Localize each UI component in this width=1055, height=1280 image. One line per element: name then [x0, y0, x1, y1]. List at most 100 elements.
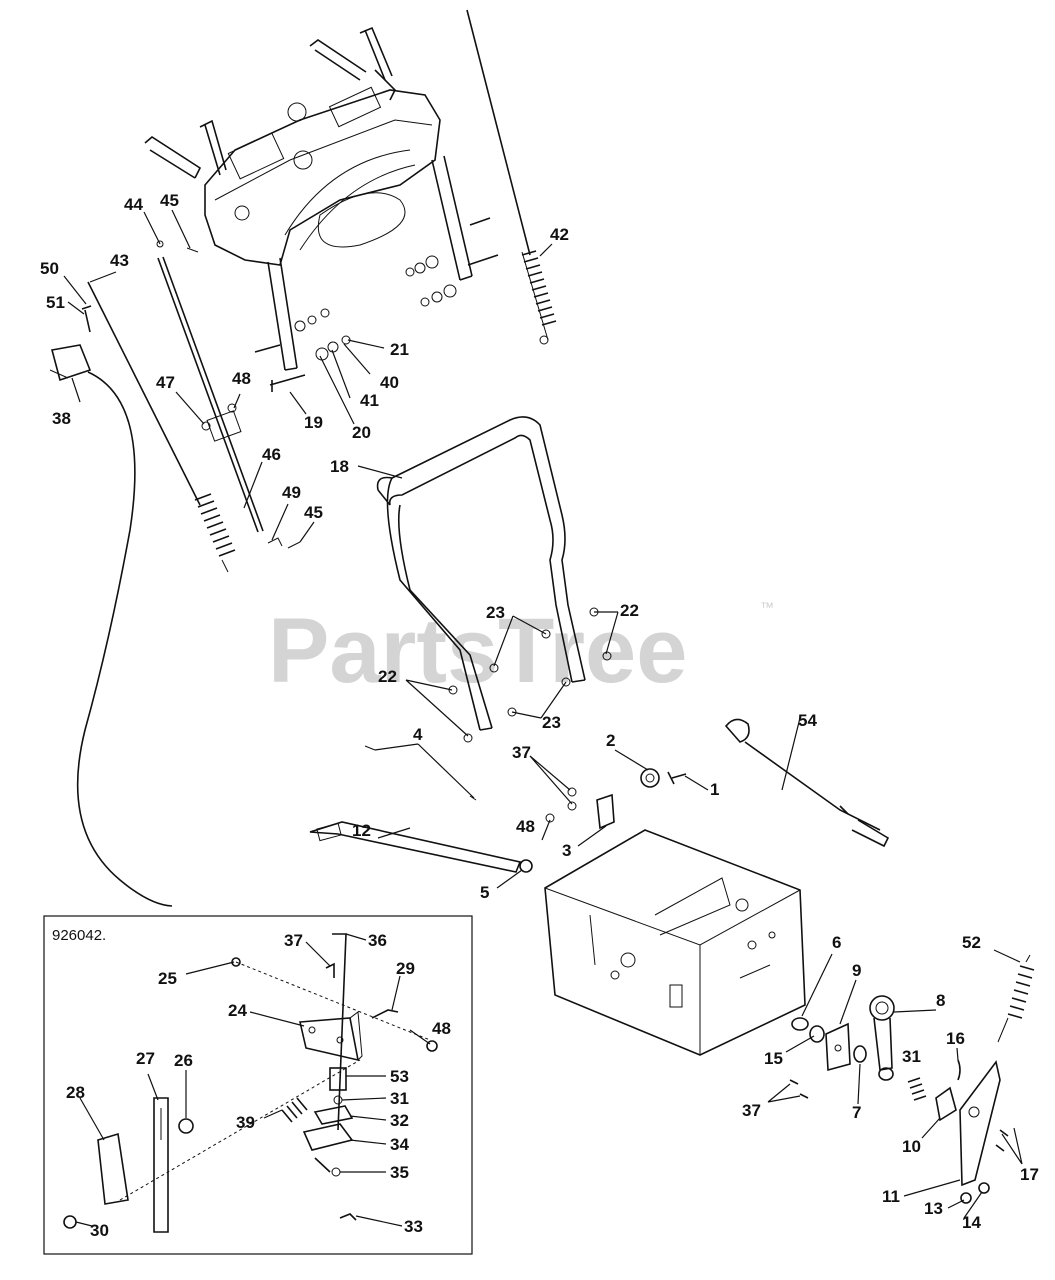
callout-48-upper: 48: [232, 369, 251, 388]
callout-40: 40: [380, 373, 399, 392]
callout-50: 50: [40, 259, 59, 278]
callout-12: 12: [352, 821, 371, 840]
callout-25: 25: [158, 969, 177, 988]
callout-labels: 1 2 3 4 5 6 7 8 9 10 11 12 13 14 15 16 1…: [40, 191, 1039, 1240]
callout-49: 49: [282, 483, 301, 502]
callout-16: 16: [946, 1029, 965, 1048]
callout-33: 33: [404, 1217, 423, 1236]
callout-18: 18: [330, 457, 349, 476]
callout-5: 5: [480, 883, 489, 902]
callout-38: 38: [52, 409, 71, 428]
callout-47: 47: [156, 373, 175, 392]
callout-31-inset: 31: [390, 1089, 409, 1108]
spring-31: [907, 1077, 927, 1101]
callout-13: 13: [924, 1199, 943, 1218]
control-panel: [144, 26, 441, 266]
watermark-trademark: ™: [760, 599, 774, 615]
callout-14: 14: [962, 1213, 981, 1232]
small-hardware-upper-left: [156, 240, 301, 549]
leader-lines: [63, 209, 1023, 1227]
callout-45-lower: 45: [304, 503, 323, 522]
watermark-brand: PartsTree: [268, 600, 687, 702]
pin-51: [81, 305, 92, 333]
inset-title: 926042.: [52, 927, 106, 944]
nut-13-14: [960, 1182, 990, 1204]
callout-11: 11: [882, 1187, 900, 1206]
callout-28: 28: [66, 1083, 85, 1102]
bracket-3: [596, 793, 615, 830]
bracket-9: [825, 1022, 851, 1072]
chute-rod-42: [466, 9, 557, 345]
washer-6: [791, 1017, 809, 1031]
callout-2: 2: [606, 731, 615, 750]
screws-37-lower: [789, 1079, 809, 1099]
callout-52: 52: [962, 933, 981, 952]
callout-42: 42: [550, 225, 569, 244]
callout-54: 54: [798, 711, 817, 730]
callout-51: 51: [46, 293, 65, 312]
bolt-1: [667, 771, 687, 785]
callout-44: 44: [124, 195, 143, 214]
upper-handle-right: [431, 155, 473, 281]
shift-rod-46: [157, 256, 264, 533]
callout-35: 35: [390, 1163, 409, 1182]
spring-52: [997, 954, 1035, 1043]
callout-43: 43: [110, 251, 129, 270]
callout-9: 9: [852, 961, 861, 980]
callout-6: 6: [832, 933, 841, 952]
callout-48-mid: 48: [516, 817, 535, 836]
screws-17: [995, 1129, 1009, 1152]
callout-45-upper: 45: [160, 191, 179, 210]
callout-8: 8: [936, 991, 945, 1010]
inset-frame: [43, 915, 473, 1255]
callout-17: 17: [1020, 1165, 1039, 1184]
rod-43: [87, 281, 236, 573]
lever-11: [959, 1060, 1001, 1187]
callout-36: 36: [368, 931, 387, 950]
callout-27: 27: [136, 1049, 155, 1068]
bushing-15: [809, 1025, 825, 1043]
callout-48-inset: 48: [432, 1019, 451, 1038]
spacer-7: [853, 1045, 867, 1063]
callout-29: 29: [396, 959, 415, 978]
callout-46: 46: [262, 445, 281, 464]
callout-24: 24: [228, 1001, 247, 1020]
callout-21: 21: [390, 340, 409, 359]
shaft-12: [309, 745, 522, 873]
rod-54: [724, 718, 890, 848]
callout-37-upper: 37: [512, 743, 531, 762]
callout-19: 19: [304, 413, 323, 432]
handle-hardware: [254, 217, 499, 392]
callout-15: 15: [764, 1049, 783, 1068]
callout-39: 39: [236, 1113, 255, 1132]
callout-26: 26: [174, 1051, 193, 1070]
cable-38: [49, 344, 173, 907]
callout-32: 32: [390, 1111, 409, 1130]
callout-7: 7: [852, 1103, 861, 1122]
collar-5: [519, 859, 533, 873]
callout-10: 10: [902, 1137, 921, 1156]
callout-22-left: 22: [378, 667, 397, 686]
callout-37-lower: 37: [742, 1101, 761, 1120]
screws-37-48-upper: [545, 787, 577, 823]
callout-20: 20: [352, 423, 371, 442]
callout-22-right: 22: [620, 601, 639, 620]
cam-10: [935, 1086, 957, 1122]
frame-housing: [544, 829, 806, 1056]
arm-8: [869, 995, 895, 1081]
callout-3: 3: [562, 841, 571, 860]
callout-23-upper: 23: [486, 603, 505, 622]
handle-bolts-22-23: [448, 607, 612, 743]
callout-53: 53: [390, 1067, 409, 1086]
bearing-2: [640, 768, 660, 788]
clip-16: [957, 1059, 961, 1081]
callout-30: 30: [90, 1221, 109, 1240]
callout-4: 4: [413, 725, 423, 744]
callout-1: 1: [710, 780, 719, 799]
callout-37-inset: 37: [284, 931, 303, 950]
callout-41: 41: [360, 391, 379, 410]
callout-31: 31: [902, 1047, 921, 1066]
inset-parts: [63, 933, 438, 1233]
